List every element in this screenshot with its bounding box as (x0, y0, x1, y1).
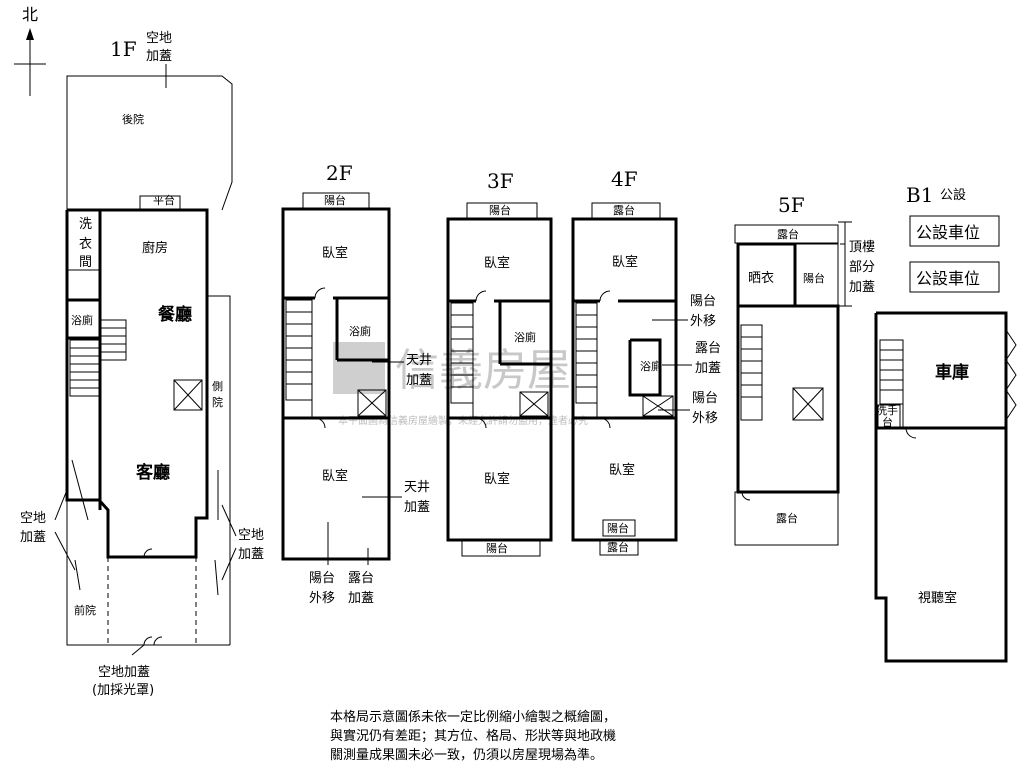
3f-bedroom-top-label: 臥室 (484, 255, 510, 271)
b1-shared-label: 公設 (940, 187, 966, 203)
1f-bath-label: 浴廁 (71, 313, 93, 327)
floor-4f: 4F 露台 臥室 浴廁 臥室 陽台 外移 露台 加蓋 陽台 外移 陽 (571, 167, 721, 556)
1f-bottom-open-label: 空地加蓋 (98, 665, 150, 680)
north-label: 北 (22, 5, 38, 24)
5f-rooftop-label: 頂樓 (849, 240, 875, 255)
4f-balcony-moved-2-label-2: 外移 (692, 411, 718, 426)
b1-av-room-label: 視聽室 (918, 590, 957, 606)
floor-4f-title: 4F (611, 167, 638, 191)
watermark-logo (333, 342, 385, 394)
1f-open-space-label: 空地 (146, 31, 172, 46)
2f-skylight-label: 天井 (406, 353, 432, 368)
b1-parking-1-label: 公設車位 (916, 223, 980, 242)
b1-parking-2-box (909, 261, 1000, 293)
5f-terrace-bottom-label: 露台 (776, 511, 798, 525)
floor-1f-title: 1F (110, 37, 137, 61)
4f-bedroom-top-label: 臥室 (612, 254, 638, 270)
4f-terrace-bottom-label: 露台 (607, 540, 629, 554)
1f-right-open-label: 空地 (238, 528, 264, 543)
3f-balcony-bottom-label: 陽台 (486, 541, 508, 555)
1f-living-label: 客廳 (135, 462, 170, 483)
4f-stairs (575, 302, 598, 404)
5f-balcony-label: 陽台 (803, 271, 825, 285)
disclaimer: 本格局示意圖係未依一定比例縮小繪製之概繪圖， 與實況仍有差距；其方位、格局、形狀… (330, 708, 710, 765)
1f-left-open-label: 空地 (20, 511, 46, 526)
b1-parking-2-label: 公設車位 (916, 269, 980, 288)
1f-front-yard-label: 前院 (74, 603, 96, 617)
4f-bedroom-bottom-label: 臥室 (609, 462, 635, 478)
4f-balcony-moved-label-2: 外移 (690, 314, 716, 329)
2f-balcony-moved-label-2: 外移 (309, 591, 335, 606)
2f-skylight-2-label-2: 加蓋 (404, 500, 430, 515)
1f-laundry-label-2: 衣 (79, 236, 92, 252)
2f-bedroom-bottom-label: 臥室 (322, 468, 348, 484)
4f-bath-label: 浴廁 (640, 359, 662, 373)
1f-open-space-label-2: 加蓋 (146, 49, 172, 64)
5f-rooftop-label-2: 部分 (849, 260, 875, 275)
2f-terrace-label: 露台 (348, 571, 374, 586)
1f-laundry-label: 洗 (79, 217, 92, 232)
2f-stairs (285, 299, 313, 401)
watermark-brand: 信義房屋 (395, 345, 571, 396)
floor-b1: B1 公設 公設車位 公設車位 洗手 台 車庫 視聽室 (874, 183, 1017, 663)
2f-skylight-2-label: 天井 (404, 480, 430, 495)
b1-wash-label-2: 台 (882, 415, 893, 429)
2f-skylight-label-2: 加蓋 (406, 373, 432, 388)
2f-bedroom-top-label: 臥室 (322, 245, 348, 261)
1f-right-open-label-2: 加蓋 (238, 547, 264, 562)
disclaimer-line: 與實況仍有差距；其方位、格局、形狀等與地政機 (330, 729, 617, 744)
1f-laundry-label-3: 間 (79, 255, 92, 270)
floor-b1-title: B1 (906, 183, 933, 207)
1f-platform-label: 平台 (153, 193, 175, 207)
2f-balcony-moved-label: 陽台 (309, 571, 335, 586)
3f-balcony-top-label: 陽台 (489, 203, 511, 217)
5f-terrace-top-label: 露台 (777, 227, 799, 241)
4f-terrace-added-label-2: 加蓋 (695, 361, 721, 376)
1f-kitchen-label: 廚房 (142, 240, 168, 256)
4f-terrace-top-label: 露台 (613, 203, 635, 217)
north-compass: 北 (14, 5, 46, 96)
5f-rooftop-label-3: 加蓋 (849, 280, 875, 295)
1f-side-yard-label: 側 (212, 380, 223, 393)
4f-terrace-added-label: 露台 (695, 341, 721, 356)
disclaimer-line: 關測量成果圖未必一致，仍須以房屋現場為準。 (330, 748, 604, 763)
4f-balcony-moved-2-label: 陽台 (692, 391, 718, 406)
b1-wash-label: 洗手 (876, 403, 898, 417)
floor-3f-title: 3F (487, 169, 514, 193)
north-arrow-icon (26, 28, 34, 40)
3f-stairs (450, 302, 474, 404)
3f-bath-label: 浴廁 (514, 330, 536, 344)
2f-terrace-label-2: 加蓋 (348, 591, 374, 606)
1f-left-open-label-2: 加蓋 (20, 530, 46, 545)
1f-side-yard-label-2: 院 (212, 395, 223, 409)
b1-garage-label: 車庫 (935, 362, 969, 383)
5f-stairs (740, 324, 763, 421)
floor-5f: 5F 露台 晒衣 陽台 露台 頂樓 部分 加蓋 (734, 193, 875, 546)
floor-1f: 1F 空地 加蓋 後院 平台 洗 衣 間 廚房 餐廳 浴 (20, 31, 264, 698)
floor-3f: 3F 陽台 臥室 浴廁 臥室 陽台 (446, 169, 553, 557)
1f-stairs (69, 319, 127, 397)
4f-balcony-bottom-label: 陽台 (607, 521, 629, 535)
1f-bottom-open-label-2: (加採光罩) (92, 683, 154, 698)
disclaimer-line: 本格局示意圖係未依一定比例縮小繪製之概繪圖， (330, 710, 617, 725)
2f-balcony-top-label: 陽台 (324, 193, 346, 207)
5f-drying-label: 晒衣 (748, 270, 774, 286)
4f-balcony-moved-label: 陽台 (690, 294, 716, 309)
1f-backyard-label: 後院 (122, 112, 144, 126)
3f-bedroom-bottom-label: 臥室 (484, 471, 510, 487)
b1-parking-1-box (909, 215, 1000, 247)
1f-dining-label: 餐廳 (158, 304, 192, 325)
floor-5f-title: 5F (778, 193, 805, 217)
b1-stairs (879, 339, 904, 405)
floor-2f: 2F 陽台 臥室 浴廁 臥室 天井 加蓋 天井 加蓋 陽台 外移 (281, 161, 432, 606)
floor-2f-title: 2F (326, 161, 353, 185)
2f-bath-label: 浴廁 (349, 324, 371, 338)
watermark: 信義房屋 本平面圖為信義房屋繪製，未經允許請勿盜用，違者必究 (333, 342, 588, 427)
